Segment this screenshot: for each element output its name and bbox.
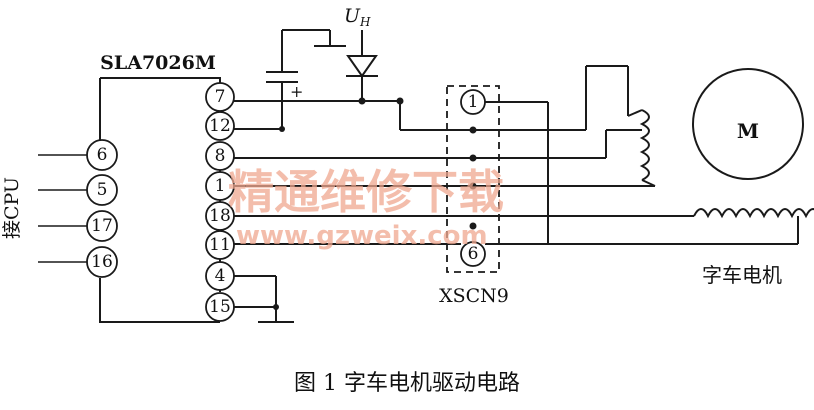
left-pins: 6 5 17 16 <box>38 139 118 278</box>
pin-label: 5 <box>97 180 108 200</box>
pin-label: 7 <box>215 87 226 107</box>
pin-label: 16 <box>91 252 113 272</box>
connector-pin-label: 1 <box>468 92 479 112</box>
connector-pin-6 <box>460 241 486 267</box>
watermark-url: www.gzweix.com <box>236 221 488 251</box>
pin-label: 8 <box>215 146 226 166</box>
pin-12 <box>205 111 235 141</box>
motor-coil-vertical <box>585 65 656 187</box>
pin-16 <box>86 246 118 278</box>
pin-17 <box>86 210 118 242</box>
pin-label: 17 <box>91 216 113 236</box>
pin-label: 1 <box>215 176 226 196</box>
connector-pin-label: 6 <box>468 244 479 264</box>
ic-name: SLA7026M <box>100 52 216 74</box>
pin-label: 12 <box>209 116 231 136</box>
motor-symbol <box>692 68 804 180</box>
pin-label: 18 <box>209 206 231 226</box>
watermark-text: 精通维修下载 <box>228 165 504 219</box>
capacitor <box>266 29 346 83</box>
signal-wiring <box>234 101 798 323</box>
pin-label: 4 <box>215 266 226 286</box>
connector-box <box>446 85 500 273</box>
motor-coil-horizontal <box>693 208 814 244</box>
connector-name: XSCN9 <box>439 285 509 307</box>
pin-label: 11 <box>209 235 231 255</box>
supply-wiring <box>234 82 404 132</box>
supply-label: UH <box>344 5 371 29</box>
pin-6 <box>86 139 118 171</box>
cpu-label: 接CPU <box>1 177 23 239</box>
capacitor-polarity: + <box>290 82 303 101</box>
pin-7 <box>205 82 235 112</box>
motor-letter: M <box>737 119 759 143</box>
pin-5 <box>86 174 118 206</box>
pin-8 <box>205 141 235 171</box>
ic-body <box>99 77 221 323</box>
motor-label: 字车电机 <box>702 263 782 287</box>
right-pins: 7 12 8 1 18 11 4 15 <box>205 82 235 322</box>
pin-label: 6 <box>97 145 108 165</box>
figure-caption: 图 1 字车电机驱动电路 <box>294 371 520 396</box>
diode <box>346 30 378 101</box>
pin-label: 15 <box>209 297 231 317</box>
